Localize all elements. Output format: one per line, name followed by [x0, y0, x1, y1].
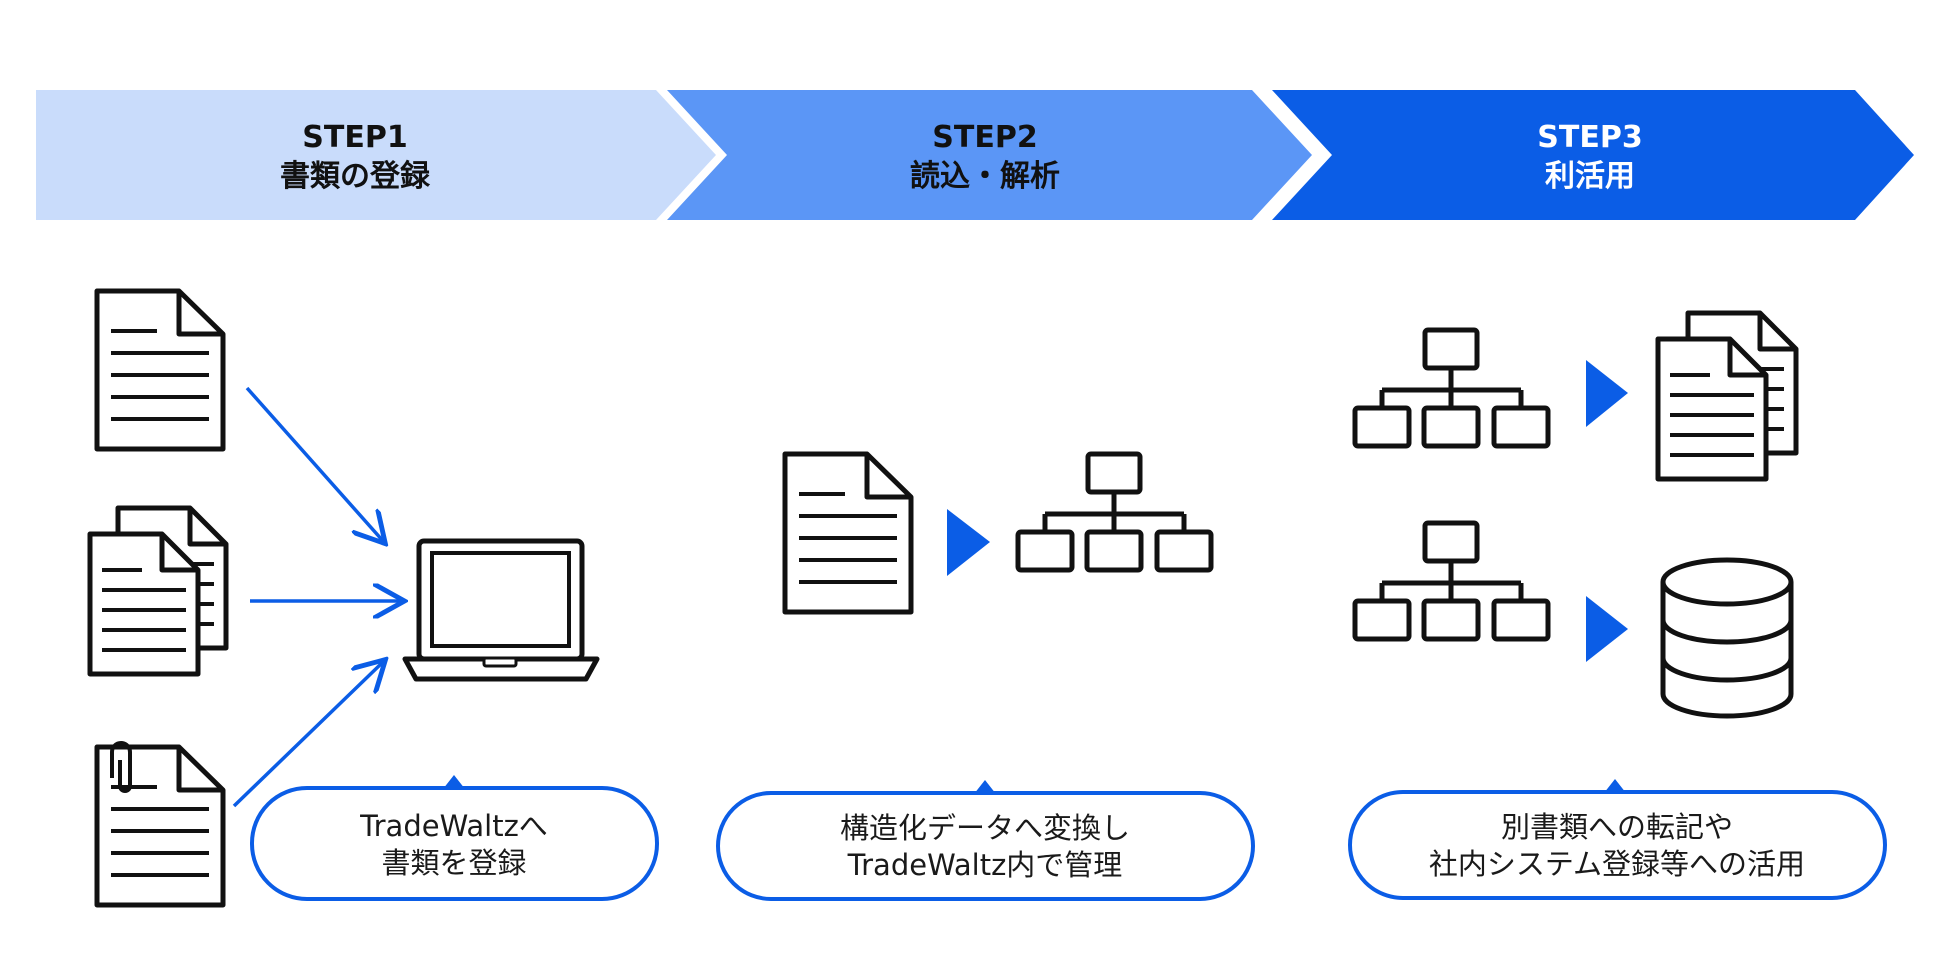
step2-label: STEP2	[932, 120, 1037, 155]
callout-line1: 構造化データへ変換し	[840, 811, 1130, 845]
step2-title: 読込・解析	[910, 159, 1060, 194]
database-icon	[1660, 557, 1794, 719]
hierarchy-icon	[1355, 523, 1548, 639]
step3-banner	[1272, 90, 1914, 220]
multi-document-icon	[90, 508, 226, 674]
hierarchy-icon	[1355, 330, 1548, 446]
step1-title: 書類の登録	[280, 159, 431, 194]
attached-document-icon	[97, 741, 223, 905]
multi-document-icon	[1658, 313, 1796, 479]
step1-label: STEP1	[302, 120, 407, 155]
step2-banner	[667, 90, 1312, 220]
triangle-arrow-icon	[1586, 596, 1628, 662]
step1-banner	[36, 90, 716, 220]
callout-line2: 社内システム登録等への活用	[1429, 847, 1805, 881]
step3-label: STEP3	[1537, 120, 1642, 155]
callout-line2: TradeWaltz内で管理	[847, 848, 1123, 882]
triangle-arrow-icon	[947, 509, 990, 576]
callout-line1: 別書類への転記や	[1501, 810, 1733, 844]
triangle-arrow-icon	[1586, 360, 1628, 427]
callout-line2: 書類を登録	[381, 846, 526, 880]
arrow-icon	[232, 662, 383, 808]
callout-step2: 構造化データへ変換し TradeWaltz内で管理	[716, 780, 1255, 901]
callout-line1: TradeWaltzへ	[359, 809, 548, 843]
document-icon	[785, 454, 911, 612]
step3-title: 利活用	[1545, 159, 1635, 194]
callout-step3: 別書類への転記や 社内システム登録等への活用	[1348, 779, 1887, 900]
callout-step1: TradeWaltzへ 書類を登録	[250, 775, 659, 901]
document-icon	[97, 291, 223, 449]
laptop-icon	[402, 538, 600, 682]
arrow-icon	[245, 386, 383, 541]
hierarchy-icon	[1018, 454, 1211, 570]
